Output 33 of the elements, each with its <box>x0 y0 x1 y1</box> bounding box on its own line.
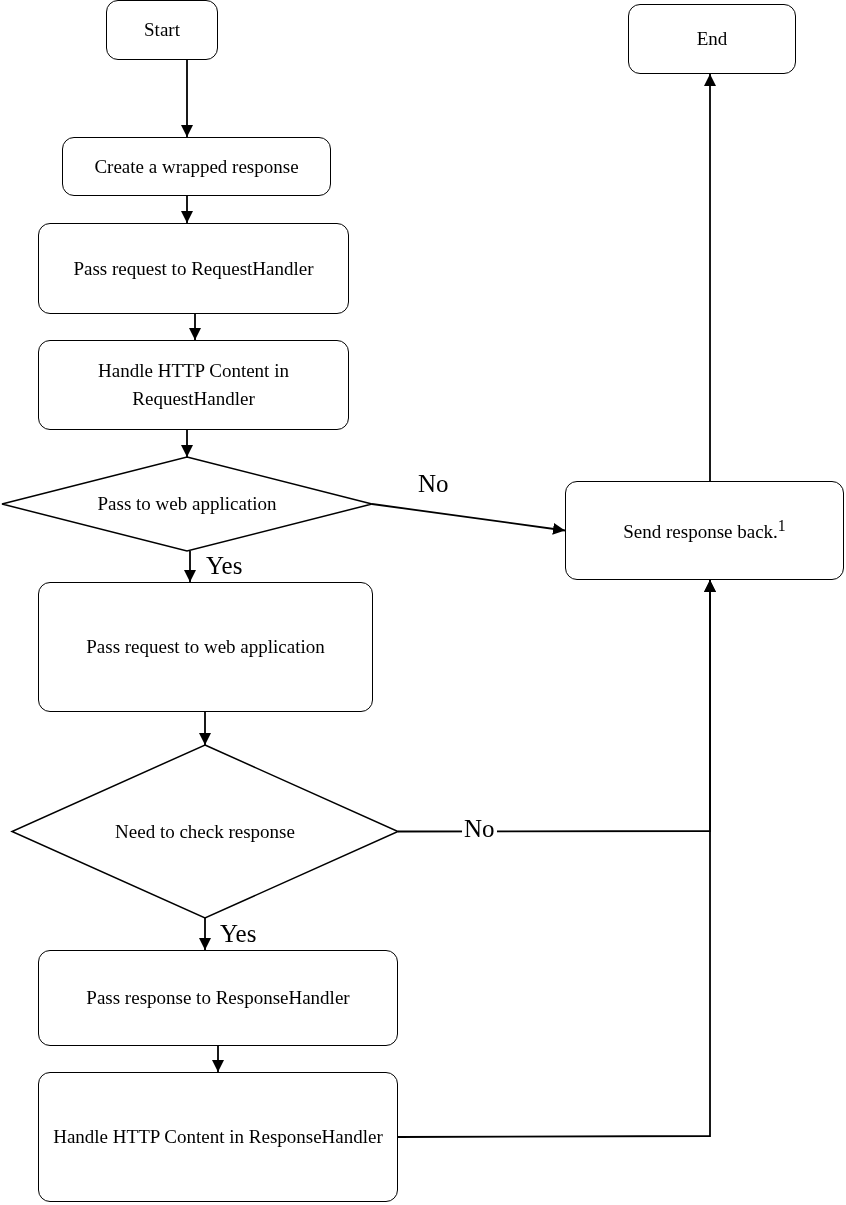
node-text: Pass response to ResponseHandler <box>85 986 351 1011</box>
node-text: Create a wrapped response <box>93 154 300 179</box>
arrow <box>397 579 716 1138</box>
arrow <box>212 1045 224 1073</box>
arrow <box>181 429 193 458</box>
node-text: Pass request to web application <box>85 635 326 660</box>
node-text: Start <box>143 18 181 43</box>
terminal-box <box>106 0 218 60</box>
process-box <box>38 340 349 430</box>
node-text: End <box>695 27 729 52</box>
terminal-box <box>628 4 796 74</box>
process-box <box>38 582 373 712</box>
process-box <box>38 950 398 1046</box>
process-box <box>38 223 349 314</box>
arrow <box>704 73 716 482</box>
arrow <box>199 711 211 746</box>
process-box <box>62 137 331 196</box>
node-text: Handle HTTP Content in RequestHandler <box>97 359 290 411</box>
arrow <box>181 195 193 224</box>
arrow <box>181 59 193 138</box>
node-text: Pass to web application <box>96 492 278 517</box>
arrow <box>184 550 196 583</box>
node-text: Handle HTTP Content in ResponseHandler <box>52 1125 384 1150</box>
node-text: Need to check response <box>114 819 296 844</box>
decision-diamond <box>12 745 398 918</box>
node-text: Send response back.$^{1}$ <box>622 516 787 545</box>
process-box <box>565 481 844 580</box>
decision-diamond <box>2 457 372 551</box>
process-box <box>38 1072 398 1202</box>
arrow <box>371 503 566 535</box>
arrow <box>199 917 211 951</box>
arrow <box>189 313 201 341</box>
node-text: Pass request to RequestHandler <box>72 256 315 281</box>
